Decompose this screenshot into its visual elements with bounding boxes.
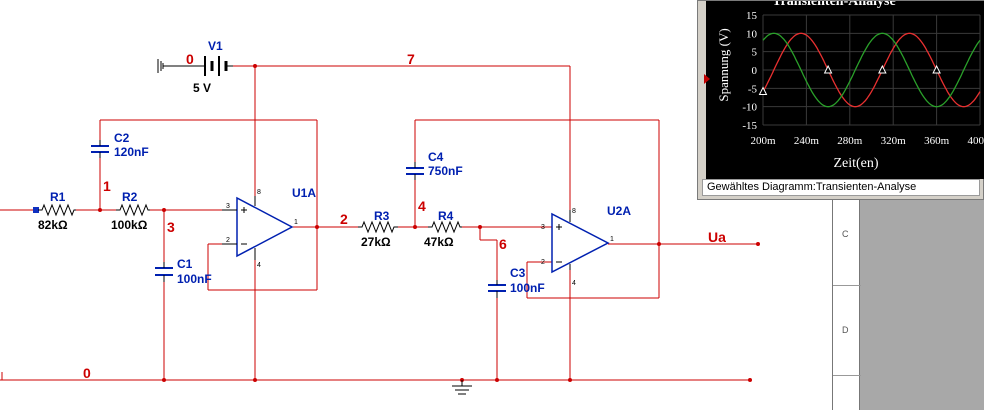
label-u2a: U2A xyxy=(607,204,631,218)
series-marker xyxy=(932,64,941,74)
junctions xyxy=(98,64,760,382)
resistor-r2[interactable] xyxy=(116,203,150,217)
resistor-r4[interactable] xyxy=(428,220,462,234)
y-tick-label: 10 xyxy=(746,28,758,40)
input-terminal[interactable] xyxy=(33,207,39,213)
wires xyxy=(0,65,758,381)
ruler-tick xyxy=(833,285,861,286)
opamp-pin-labels: 8 3 2 1 4 8 3 2 1 4 xyxy=(226,189,614,287)
capacitor-c4[interactable] xyxy=(406,162,424,180)
chart-title: Transienten-Analyse xyxy=(772,1,895,9)
ground-symbol[interactable] xyxy=(452,380,472,395)
label-r3: R3 xyxy=(374,209,390,223)
label-r2: R2 xyxy=(122,190,138,204)
x-tick-label: 400m xyxy=(967,135,984,147)
net-label-0: 0 xyxy=(83,365,91,381)
pin-label: 8 xyxy=(572,208,576,215)
label-r4: R4 xyxy=(438,209,454,223)
net-label-1: 1 xyxy=(103,178,111,194)
pin-label: 1 xyxy=(610,236,614,243)
series-marker xyxy=(823,64,833,74)
label-c1: C1 xyxy=(177,257,193,271)
value-r1: 82kΩ xyxy=(38,218,68,232)
pin-label: 1 xyxy=(294,219,298,226)
opamp-u2a[interactable] xyxy=(551,210,610,274)
net-label-6: 6 xyxy=(499,236,507,252)
y-tick-label: -15 xyxy=(742,120,757,132)
ruler-tick xyxy=(833,375,861,376)
y-tick-label: 5 xyxy=(752,47,758,59)
pin-label: 4 xyxy=(572,280,576,287)
series-marker xyxy=(878,64,887,74)
value-c3: 100nF xyxy=(510,281,545,295)
pin-label: 4 xyxy=(257,262,261,269)
label-v1: V1 xyxy=(208,39,223,53)
y-tick-label: 0 xyxy=(752,65,758,77)
capacitor-c1[interactable] xyxy=(155,262,173,282)
value-v1: 5 V xyxy=(193,81,211,95)
x-tick-label: 240m xyxy=(794,135,820,147)
capacitor-c2[interactable] xyxy=(91,140,109,158)
ruler-letter-c: C xyxy=(842,229,849,239)
series-group xyxy=(758,32,981,108)
pin-label: 3 xyxy=(541,224,545,231)
sheet-ruler: C D xyxy=(832,195,861,410)
grid-lines xyxy=(762,14,981,126)
label-u1a: U1A xyxy=(292,186,316,200)
net-label-7: 7 xyxy=(407,51,415,67)
output-label-ua: Ua xyxy=(708,229,726,245)
cursor-marker[interactable] xyxy=(704,74,710,84)
y-tick-labels: 15 10 5 0 -5 -10 -15 xyxy=(742,10,757,132)
net-label-2: 2 xyxy=(340,211,348,227)
x-axis-label: Zeit(en) xyxy=(833,156,878,171)
x-tick-label: 280m xyxy=(837,135,863,147)
opamp-u1a[interactable] xyxy=(222,196,294,260)
y-axis-label: Spannung (V) xyxy=(716,28,731,101)
source-v1[interactable] xyxy=(157,56,233,76)
x-tick-labels: 200m 240m 280m 320m 360m 400m xyxy=(750,135,984,147)
pin-label: 8 xyxy=(257,189,261,196)
y-tick-label: -10 xyxy=(742,102,757,114)
net-label-0-source: 0 xyxy=(186,51,194,67)
value-c1: 100nF xyxy=(177,272,212,286)
label-c4: C4 xyxy=(428,150,444,164)
label-r1: R1 xyxy=(50,190,66,204)
label-c2: C2 xyxy=(114,131,130,145)
pin-label: 3 xyxy=(226,203,230,210)
value-r4: 47kΩ xyxy=(424,235,454,249)
grapher-status-bar: Gewähltes Diagramm:Transienten-Analyse xyxy=(702,179,980,196)
x-tick-label: 360m xyxy=(924,135,950,147)
x-tick-label: 200m xyxy=(750,135,776,147)
value-c2: 120nF xyxy=(114,145,149,159)
value-c4: 750nF xyxy=(428,164,463,178)
series-marker xyxy=(758,86,768,96)
pin-label: 2 xyxy=(226,237,230,244)
ruler-letter-d: D xyxy=(842,325,849,335)
value-r3: 27kΩ xyxy=(361,235,391,249)
label-c3: C3 xyxy=(510,266,526,280)
series-line-2 xyxy=(762,32,981,108)
capacitor-c3[interactable] xyxy=(488,280,506,298)
series-line-1 xyxy=(762,32,981,108)
x-tick-label: 320m xyxy=(881,135,907,147)
pin-label: 2 xyxy=(541,259,545,266)
resistor-r1[interactable] xyxy=(38,203,76,217)
value-r2: 100kΩ xyxy=(111,218,148,232)
y-tick-label: -5 xyxy=(748,83,758,95)
y-tick-label: 15 xyxy=(746,10,758,22)
net-label-4: 4 xyxy=(418,198,426,214)
resistor-r3[interactable] xyxy=(358,220,398,234)
net-label-3: 3 xyxy=(167,219,175,235)
